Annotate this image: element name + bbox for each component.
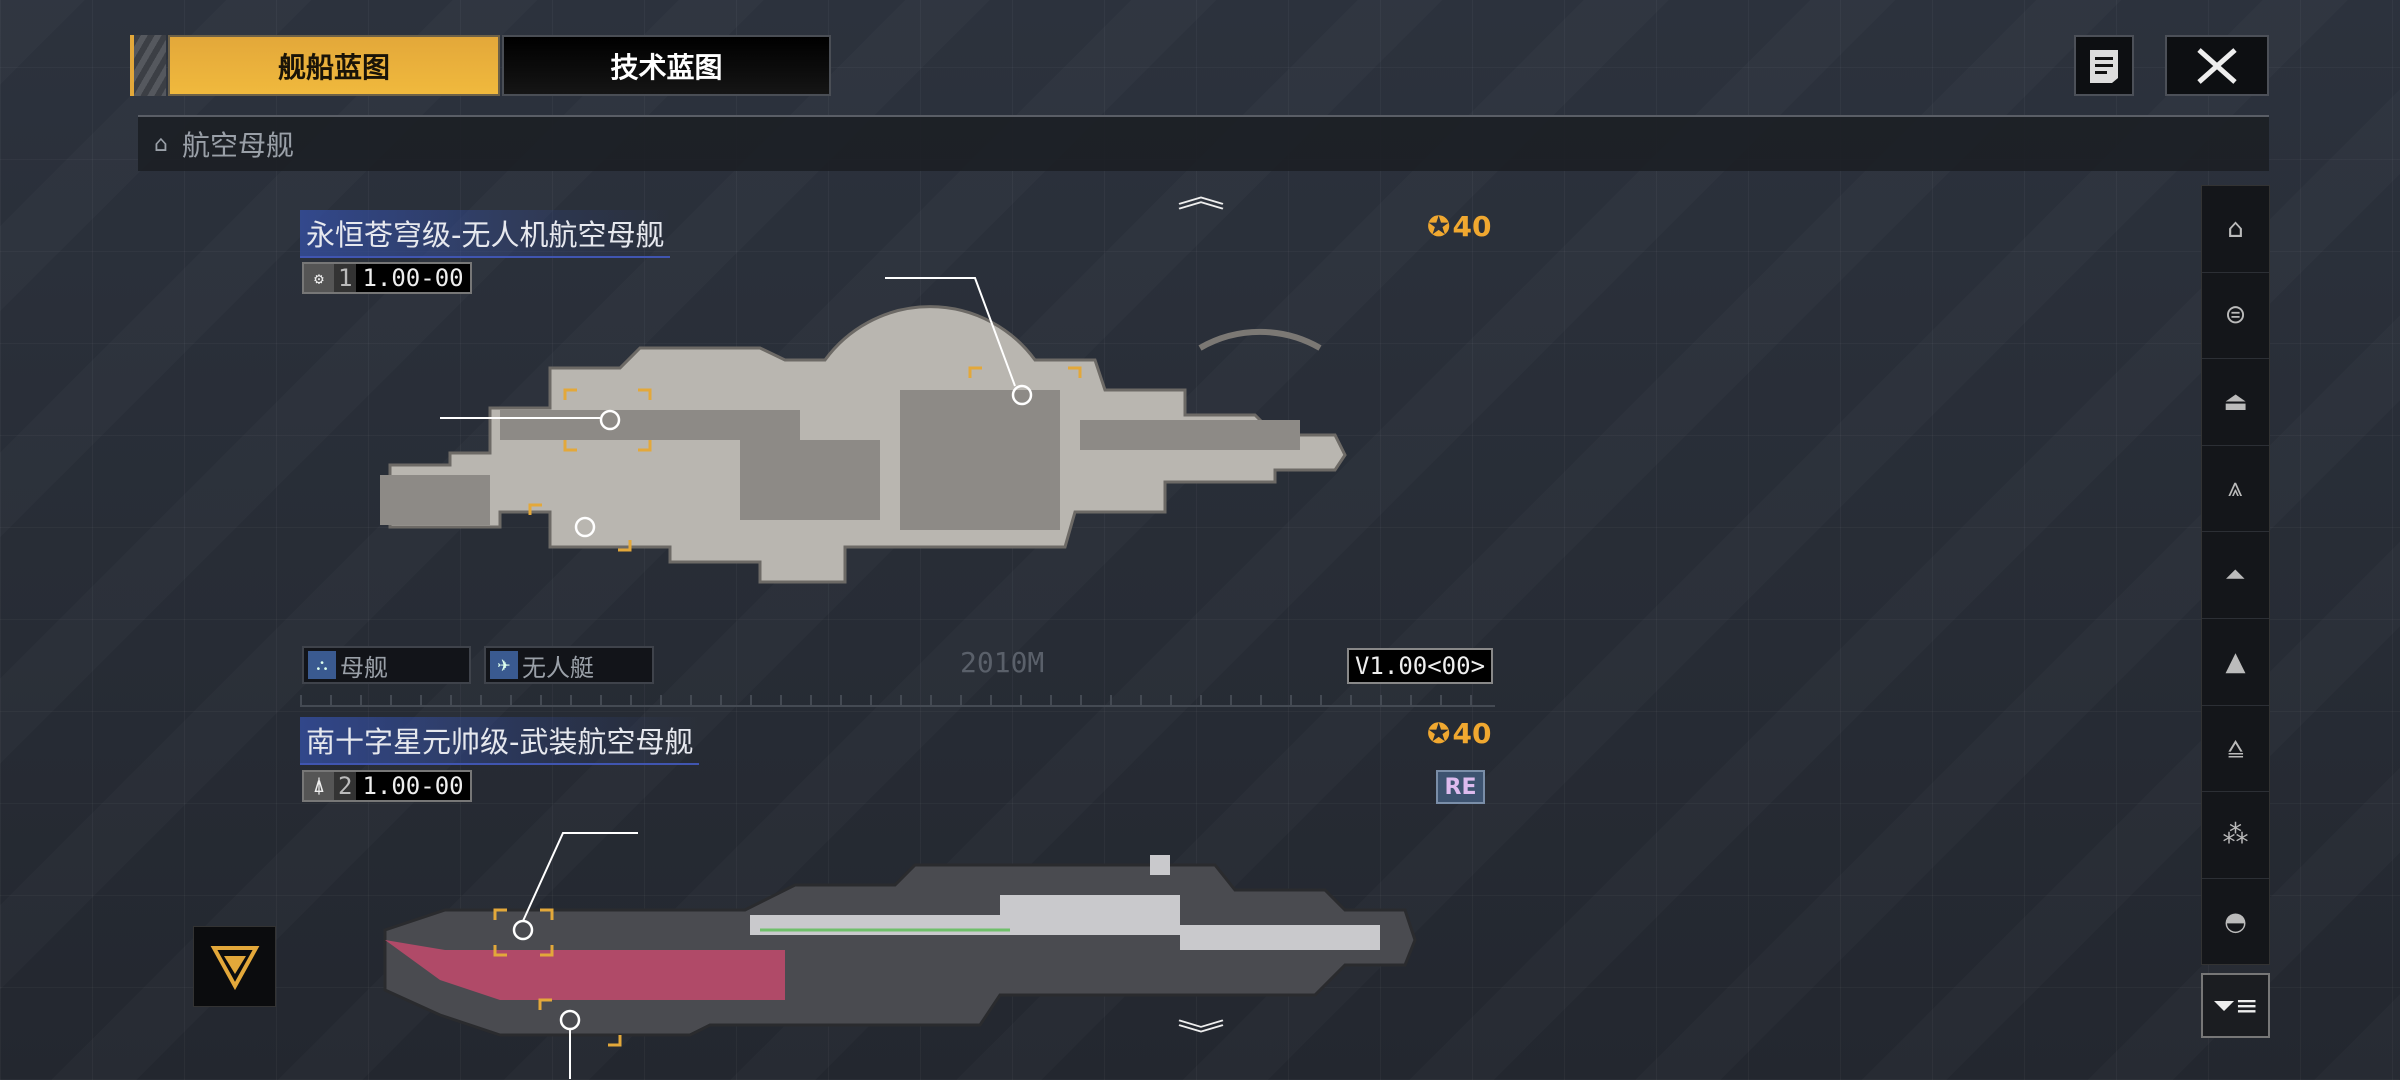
close-button[interactable] [2165,35,2269,96]
fleet-icon [210,945,259,990]
corvette-icon: ▲ [2225,646,2246,677]
notes-icon [2090,49,2118,83]
sidebar-item-cruiser[interactable]: ⏏ [2202,359,2269,446]
ship-title[interactable]: 南十字星元帅级-武装航空母舰 [300,717,700,765]
category-label: 航空母舰 [181,129,294,162]
sidebar-item-aux-ship[interactable]: ⩠ [2202,706,2269,793]
ship-badge: ⚙ 1 1.00-00 [302,262,472,294]
scroll-up-icon[interactable]: ︽ [1177,180,1225,215]
sidebar-item-carrier[interactable]: ⌂ [2202,186,2269,273]
sidebar-item-fighter[interactable]: ⁂ [2202,792,2269,879]
sidebar-item-corvette[interactable]: ▲ [2202,619,2269,706]
ship-title[interactable]: 永恒苍穹级-无人机航空母舰 [300,210,671,258]
ship-badge: ⍋ 2 1.00-00 [302,770,472,802]
fighter-icon: ⍋ [304,772,334,800]
fighter-icon: ⁂ [2222,819,2249,850]
drone-craft-icon: ✈ [490,651,518,679]
tab-ship-blueprints[interactable]: 舰船蓝图 [168,35,500,96]
cost-icon: ✪ [1427,717,1451,750]
ship-class-sidebar: ⌂ ⊜ ⏏ ⩓ ⏶ ▲ ⩠ ⁂ ◓ [2201,185,2270,965]
carrier-icon: ⌂ [2227,213,2244,244]
ship-image-1[interactable] [380,270,1420,610]
category-bar: ⌂ 航空母舰 [138,115,2269,171]
sidebar-item-frigate[interactable]: ⏶ [2202,532,2269,619]
tag-drone: ✈无人艇 [484,646,654,684]
destroyer-icon: ⩓ [2228,473,2243,504]
sidebar-item-destroyer[interactable]: ⩓ [2202,446,2269,533]
battlecruiser-icon: ⊜ [2224,300,2247,331]
mothership-icon: ⛬ [308,651,336,679]
drone-icon: ⚙ [304,264,334,292]
sidebar-item-battlecruiser[interactable]: ⊜ [2202,273,2269,360]
fleet-button[interactable] [193,926,276,1007]
status-badge: RE [1436,770,1485,804]
notes-button[interactable] [2074,35,2134,96]
cost-badge: ✪40 [1427,717,1492,750]
scale-ruler [300,695,1495,707]
tab-decor [130,35,166,96]
aux-ship-icon: ⩠ [2227,732,2244,763]
tag-mothership: ⛬母舰 [302,646,471,684]
scroll-down-icon[interactable]: ︾ [1177,1018,1225,1053]
cruiser-icon: ⏏ [2223,386,2248,417]
build-version: V1.00<00> [1347,648,1493,684]
sidebar-item-other[interactable]: ◓ [2202,879,2269,966]
close-icon [2197,47,2237,84]
other-icon: ◓ [2224,907,2247,938]
ship-length: 2010M [960,646,1045,679]
filter-button[interactable]: ⏷≡ [2201,973,2270,1038]
carrier-icon: ⌂ [154,131,168,157]
cost-icon: ✪ [1427,210,1451,243]
frigate-icon: ⏶ [2225,559,2246,590]
filter-icon: ⏷≡ [2212,988,2259,1022]
ship-image-2[interactable] [380,815,1420,1080]
cost-badge: ✪40 [1427,210,1492,243]
tab-tech-blueprints[interactable]: 技术蓝图 [502,35,831,96]
